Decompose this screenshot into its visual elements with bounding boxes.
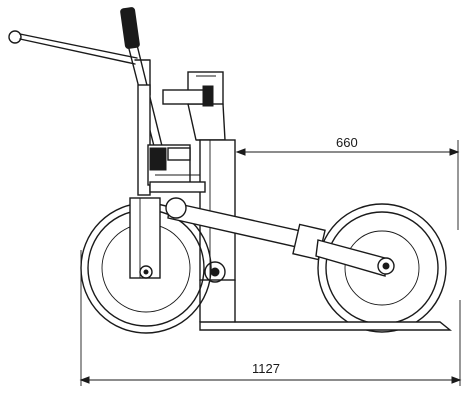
dimension-660: 660: [235, 135, 460, 230]
dimension-1127-label: 1127: [252, 361, 280, 376]
tow-handle: [8, 30, 138, 65]
lifting-arm: [165, 197, 326, 261]
front-wheel: [80, 197, 212, 334]
dimension-660-label: 660: [336, 135, 358, 150]
pump-mechanism: [147, 144, 206, 193]
fork-plate: [199, 279, 452, 331]
dimension-1127: 1127: [79, 250, 462, 386]
inner-wheel: [204, 261, 226, 283]
rear-wheel: [315, 203, 447, 333]
